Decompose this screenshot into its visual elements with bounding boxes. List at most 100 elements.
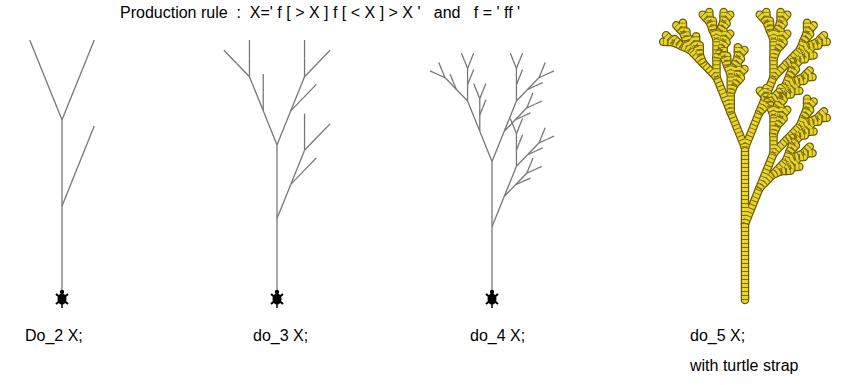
- strap-outline: [784, 110, 787, 113]
- turtle-strap: [784, 15, 787, 18]
- branch-line: [30, 40, 46, 80]
- strap-pattern: [810, 101, 813, 104]
- branch-line: [61, 206, 62, 292]
- strap-pattern: [789, 144, 793, 153]
- strap-pattern: [721, 17, 727, 22]
- branch-line: [304, 132, 305, 150]
- branch-line: [491, 227, 492, 292]
- branch-line: [317, 50, 330, 63]
- production-rule: Production rule : X=' f [ > X ] f [ < X …: [120, 3, 520, 22]
- branch-line: [519, 119, 522, 127]
- strap-outline: [821, 35, 824, 38]
- strap-pattern: [800, 122, 809, 126]
- strap-outline: [741, 50, 744, 53]
- turtle-strap: [676, 25, 679, 28]
- turtle-icon: [271, 290, 283, 308]
- strap-pattern: [804, 104, 810, 109]
- strap-pattern: [809, 129, 814, 135]
- turtle-strap: [822, 115, 827, 121]
- strap-pattern: [683, 32, 687, 41]
- branch-line: [291, 150, 305, 184]
- strap-pattern: [793, 146, 796, 149]
- strap-outline: [810, 25, 813, 28]
- turtle-strap: [787, 126, 800, 140]
- strap-pattern: [795, 88, 800, 94]
- strap-outline: [810, 101, 813, 104]
- strap-pattern: [680, 23, 686, 28]
- turtle-strap: [706, 12, 712, 17]
- turtle-strap: [810, 25, 813, 28]
- strap-pattern: [680, 27, 686, 32]
- command-caption: do_5 X;: [690, 326, 745, 345]
- strap-pattern: [724, 18, 727, 21]
- strap-pattern: [793, 160, 796, 163]
- branch-line: [304, 40, 305, 58]
- strap-pattern: [804, 27, 810, 32]
- strap-outline: [759, 153, 773, 188]
- branch-line: [523, 178, 530, 181]
- strap-outline: [679, 23, 688, 28]
- strap-pattern: [723, 43, 726, 46]
- strap-pattern: [734, 57, 738, 66]
- branch-line: [516, 126, 519, 134]
- turtle-strap: [795, 164, 800, 170]
- strap-pattern: [804, 129, 809, 135]
- strap-pattern: [728, 74, 734, 93]
- strap-pattern: [728, 93, 734, 112]
- branch-line: [530, 93, 533, 101]
- strap-pattern: [723, 23, 726, 26]
- strap-pattern: [778, 17, 784, 22]
- strap-outline: [727, 34, 730, 37]
- strap-pattern: [734, 76, 738, 85]
- strap-pattern: [763, 17, 769, 22]
- strap-pattern: [759, 153, 773, 188]
- strap-pattern: [693, 41, 699, 46]
- strap-outline: [760, 15, 763, 18]
- strap-pattern: [795, 164, 800, 170]
- strap-pattern: [720, 41, 724, 50]
- turtle-strap: [821, 111, 824, 114]
- strap-pattern: [780, 43, 783, 46]
- turtle-strap: [745, 112, 759, 147]
- strap-pattern: [787, 126, 800, 140]
- turtle-tail: [491, 304, 493, 308]
- strap-pattern: [807, 49, 810, 52]
- branch-line: [513, 61, 516, 69]
- branch-line: [445, 78, 456, 90]
- branch-line: [474, 84, 477, 92]
- branch-line: [510, 53, 513, 61]
- strap-pattern: [759, 175, 772, 189]
- branch-line: [46, 80, 62, 120]
- branch-line: [304, 84, 317, 97]
- turtle-strap: [741, 69, 744, 72]
- turtle-strap: [759, 153, 773, 188]
- strap-pattern: [742, 148, 748, 224]
- branch-line: [516, 68, 517, 84]
- strap-outline: [676, 25, 679, 28]
- branch-line: [516, 85, 517, 101]
- turtle-shell: [58, 294, 67, 305]
- strap-pattern: [738, 53, 741, 56]
- turtle-strap: [808, 150, 813, 156]
- branch-line: [276, 218, 277, 292]
- branch-line: [430, 71, 437, 74]
- branch-line: [263, 74, 264, 92]
- strap-outline: [692, 36, 701, 41]
- turtle-head: [490, 290, 494, 294]
- lsystem-tree: [224, 40, 330, 292]
- turtle-strap: [703, 15, 706, 18]
- strap-pattern: [709, 22, 713, 31]
- strap-pattern: [771, 134, 777, 153]
- turtle-shell: [488, 294, 497, 305]
- branch-line: [467, 68, 468, 84]
- strap-pattern: [781, 18, 784, 21]
- strap-pattern: [809, 118, 818, 122]
- lsystem-tree: [30, 40, 95, 292]
- turtle-strap: [727, 34, 730, 37]
- turtle-strap: [809, 52, 814, 58]
- branch-line: [480, 91, 483, 99]
- branch-line: [276, 145, 277, 219]
- strap-pattern: [713, 39, 719, 58]
- strap-pattern: [794, 153, 803, 157]
